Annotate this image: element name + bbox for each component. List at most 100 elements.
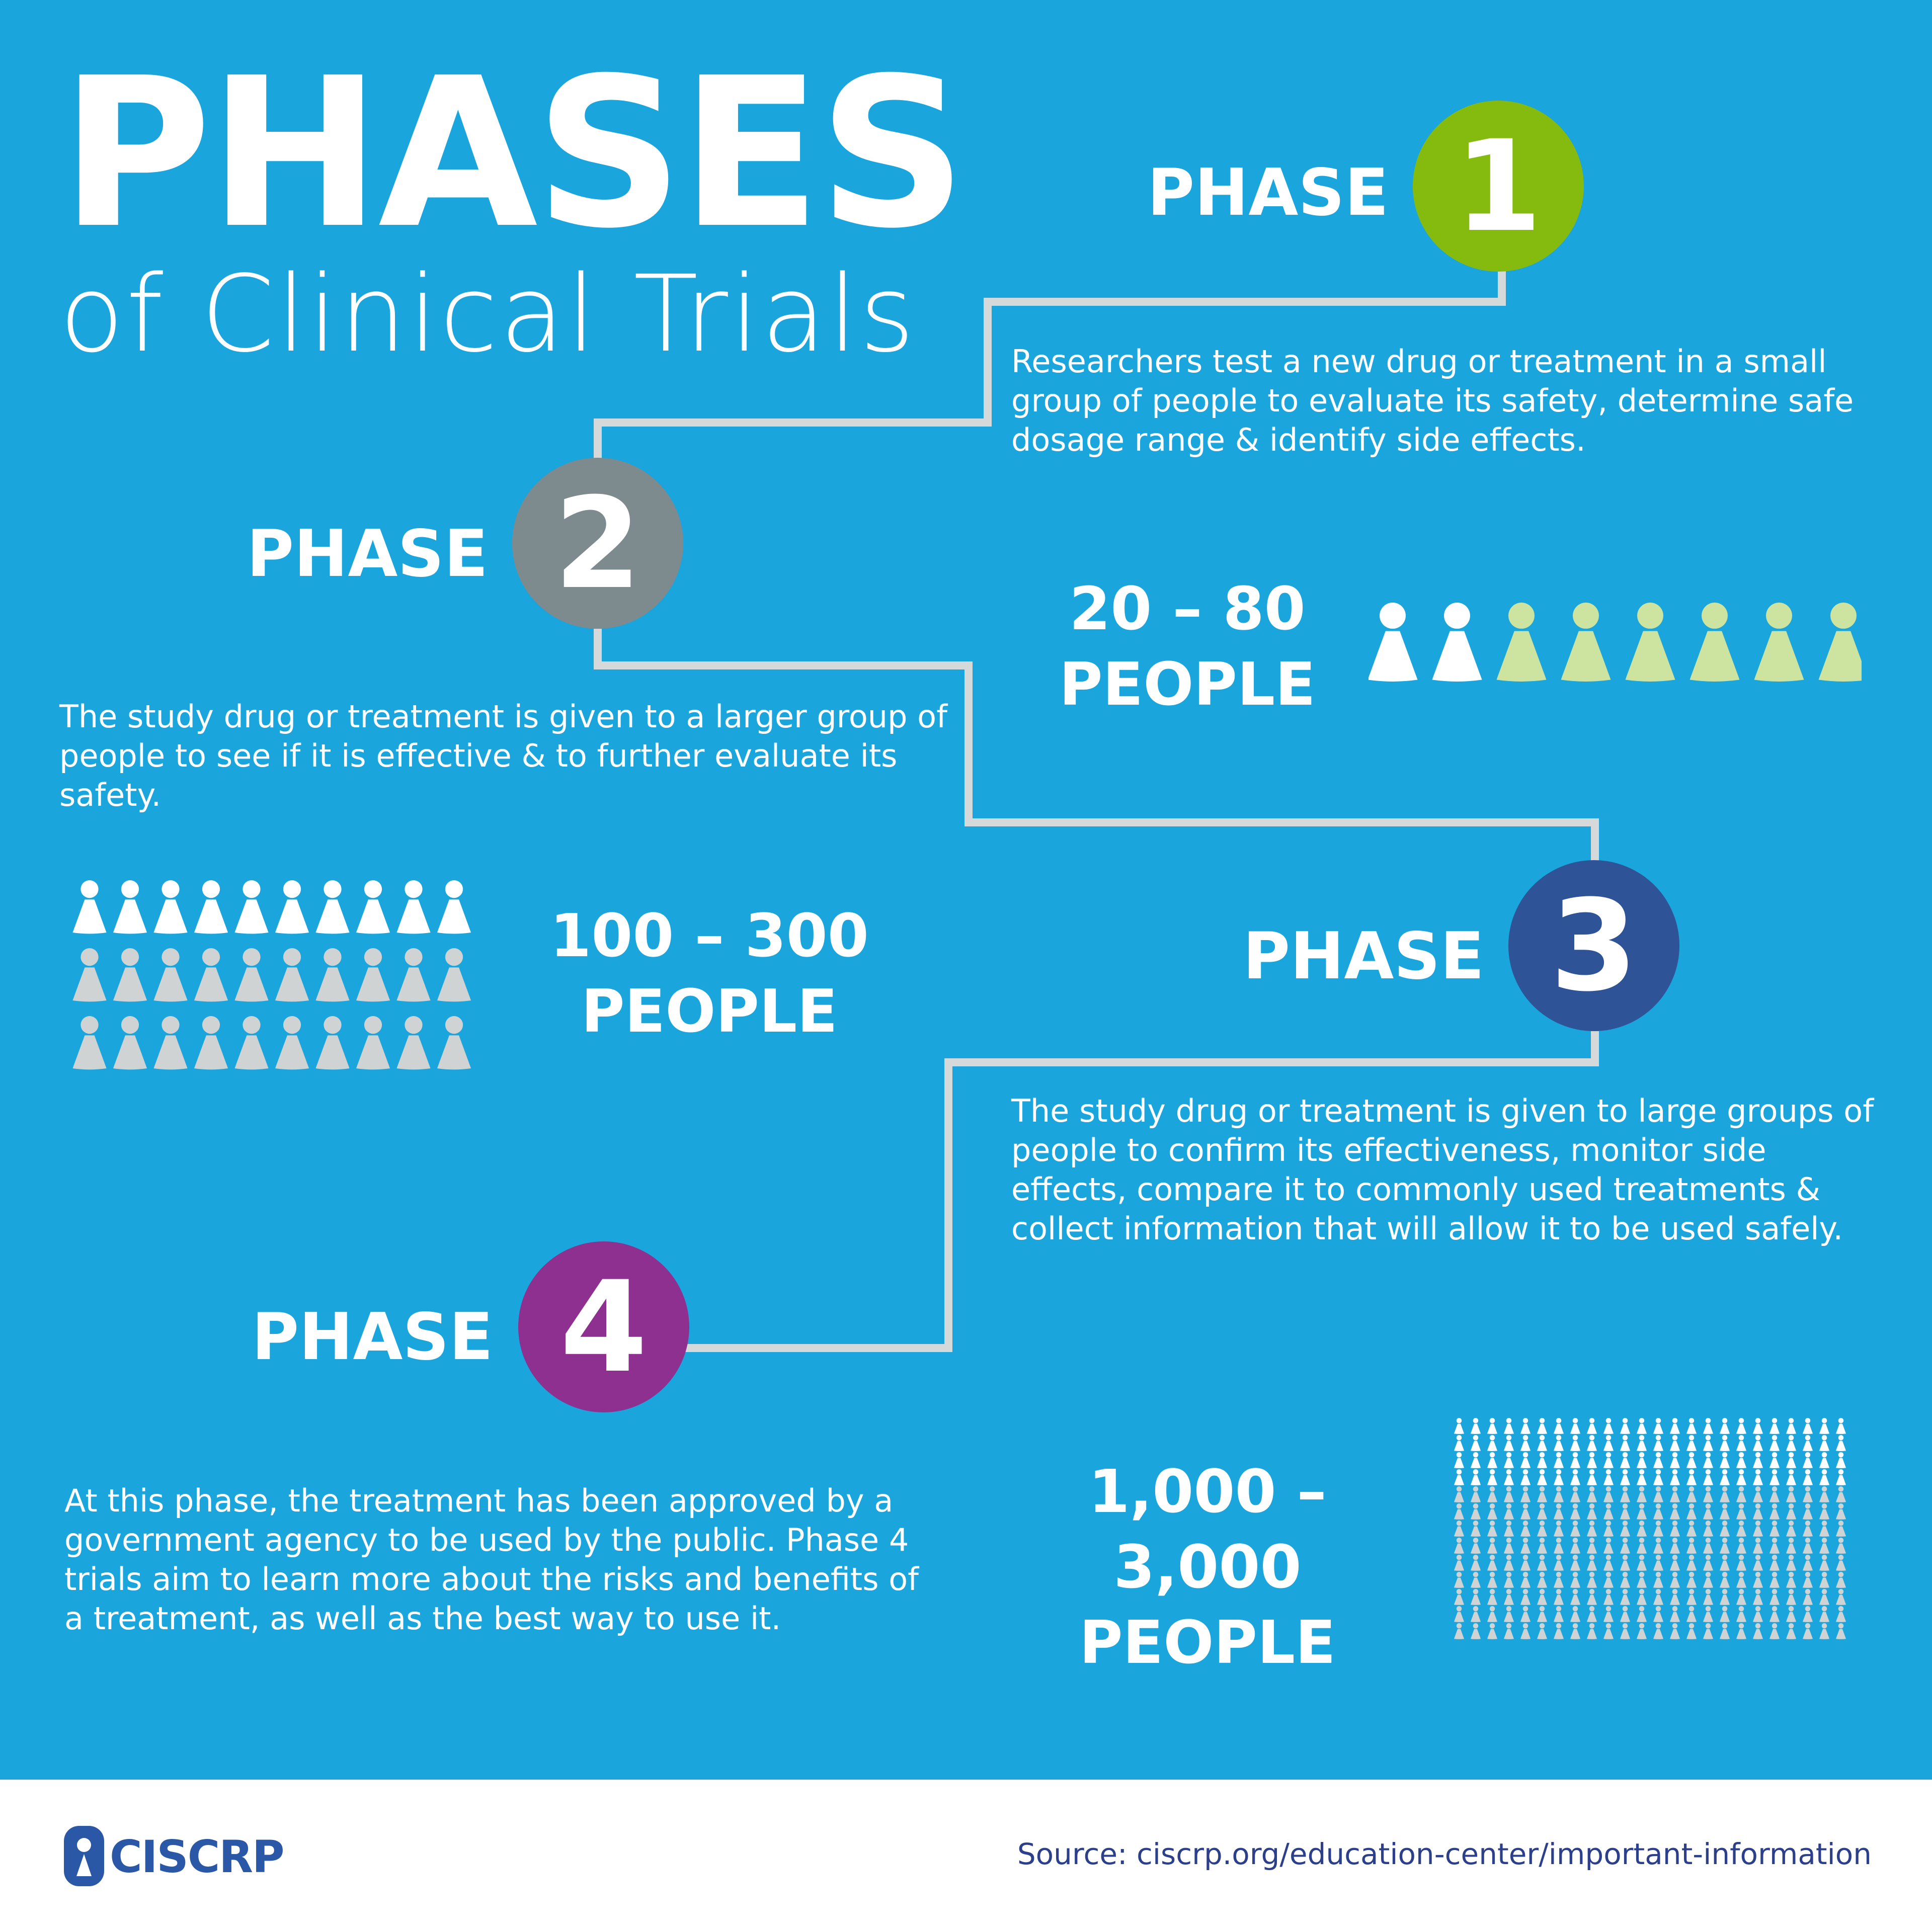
person-icon xyxy=(356,880,390,934)
person-icon xyxy=(1669,1572,1680,1588)
person-icon xyxy=(1487,1606,1498,1622)
person-icon xyxy=(1570,1623,1581,1639)
person-icon xyxy=(1520,1555,1531,1571)
person-icon xyxy=(1802,1435,1813,1451)
phase-2-badge: 2 xyxy=(512,458,683,629)
person-icon xyxy=(1503,1418,1514,1434)
person-icon xyxy=(1703,1555,1714,1571)
person-icon xyxy=(1454,1572,1465,1588)
person-icon xyxy=(1537,1486,1548,1502)
person-icon xyxy=(1754,603,1804,682)
person-icon xyxy=(1669,1435,1680,1451)
person-icon xyxy=(1561,603,1611,682)
person-icon xyxy=(1752,1469,1763,1485)
person-icon xyxy=(1620,1452,1631,1468)
person-icon xyxy=(1570,1589,1581,1605)
person-icon xyxy=(1503,1452,1514,1468)
person-icon xyxy=(1786,1606,1797,1622)
person-icon xyxy=(153,1016,188,1070)
person-icon xyxy=(1752,1521,1763,1537)
person-icon xyxy=(1636,1452,1647,1468)
person-icon xyxy=(1786,1623,1797,1639)
person-icon xyxy=(1636,1572,1647,1588)
person-icon xyxy=(1454,1521,1465,1537)
person-icon xyxy=(1603,1418,1614,1434)
person-icon xyxy=(1769,1503,1780,1520)
person-icon xyxy=(1570,1503,1581,1520)
person-icon xyxy=(1454,1606,1465,1622)
person-icon xyxy=(1620,1486,1631,1502)
person-icon xyxy=(1553,1469,1564,1485)
person-icon xyxy=(1802,1486,1813,1502)
person-icon xyxy=(1620,1606,1631,1622)
person-icon xyxy=(1686,1538,1697,1554)
person-icon xyxy=(1786,1521,1797,1537)
person-icon xyxy=(1454,1538,1465,1554)
person-icon xyxy=(1553,1606,1564,1622)
person-icon xyxy=(1703,1521,1714,1537)
person-icon xyxy=(1487,1572,1498,1588)
person-icon xyxy=(1736,1589,1747,1605)
person-icon xyxy=(1553,1503,1564,1520)
person-icon xyxy=(1503,1469,1514,1485)
person-icon xyxy=(1636,1486,1647,1502)
person-icon xyxy=(1586,1589,1597,1605)
ciscrp-logo: CISCRP xyxy=(110,1831,285,1883)
person-icon xyxy=(1586,1435,1597,1451)
person-icon xyxy=(1703,1486,1714,1502)
person-icon xyxy=(1503,1555,1514,1571)
person-icon xyxy=(1769,1418,1780,1434)
person-icon xyxy=(1586,1469,1597,1485)
person-icon xyxy=(1537,1555,1548,1571)
person-icon xyxy=(1736,1503,1747,1520)
person-icon xyxy=(1487,1452,1498,1468)
person-icon xyxy=(1620,1469,1631,1485)
phase-3-count-unit: PEOPLE xyxy=(1079,1608,1336,1677)
person-icon xyxy=(1802,1589,1813,1605)
person-icon xyxy=(1487,1486,1498,1502)
ciscrp-logo-icon xyxy=(64,1826,104,1886)
person-icon xyxy=(1669,1521,1680,1537)
person-icon xyxy=(1769,1589,1780,1605)
person-icon xyxy=(153,880,188,934)
person-icon xyxy=(1503,1538,1514,1554)
person-icon xyxy=(1835,1503,1846,1520)
person-icon xyxy=(1802,1623,1813,1639)
person-icon xyxy=(1736,1521,1747,1537)
person-icon xyxy=(1719,1486,1730,1502)
person-icon xyxy=(1537,1452,1548,1468)
person-icon xyxy=(1686,1503,1697,1520)
person-icon xyxy=(1736,1555,1747,1571)
person-icon xyxy=(1503,1623,1514,1639)
person-icon xyxy=(1835,1486,1846,1502)
person-icon xyxy=(1553,1486,1564,1502)
person-icon xyxy=(1653,1589,1664,1605)
person-icon xyxy=(1686,1452,1697,1468)
person-icon xyxy=(1470,1486,1481,1502)
person-icon xyxy=(1454,1452,1465,1468)
person-icon xyxy=(1835,1418,1846,1434)
person-icon xyxy=(275,880,309,934)
person-icon xyxy=(1553,1435,1564,1451)
person-icon xyxy=(1603,1486,1614,1502)
person-icon xyxy=(72,1016,107,1070)
source-link[interactable]: Source: ciscrp.org/education-center/impo… xyxy=(1017,1837,1872,1871)
phase-3-description: The study drug or treatment is given to … xyxy=(1011,1093,1874,1247)
person-icon xyxy=(1620,1418,1631,1434)
person-icon xyxy=(1570,1555,1581,1571)
person-icon xyxy=(1470,1572,1481,1588)
person-icon xyxy=(1470,1435,1481,1451)
person-icon xyxy=(1669,1606,1680,1622)
person-icon xyxy=(1470,1606,1481,1622)
person-icon xyxy=(1686,1521,1697,1537)
person-icon xyxy=(1553,1555,1564,1571)
person-icon xyxy=(1653,1623,1664,1639)
person-icon xyxy=(1620,1572,1631,1588)
phase-4-label: PHASE xyxy=(252,1300,493,1375)
person-icon xyxy=(1802,1606,1813,1622)
person-icon xyxy=(1487,1623,1498,1639)
person-icon xyxy=(1802,1503,1813,1520)
person-icon xyxy=(1603,1503,1614,1520)
phase-2-label: PHASE xyxy=(247,517,488,592)
person-icon xyxy=(1603,1589,1614,1605)
